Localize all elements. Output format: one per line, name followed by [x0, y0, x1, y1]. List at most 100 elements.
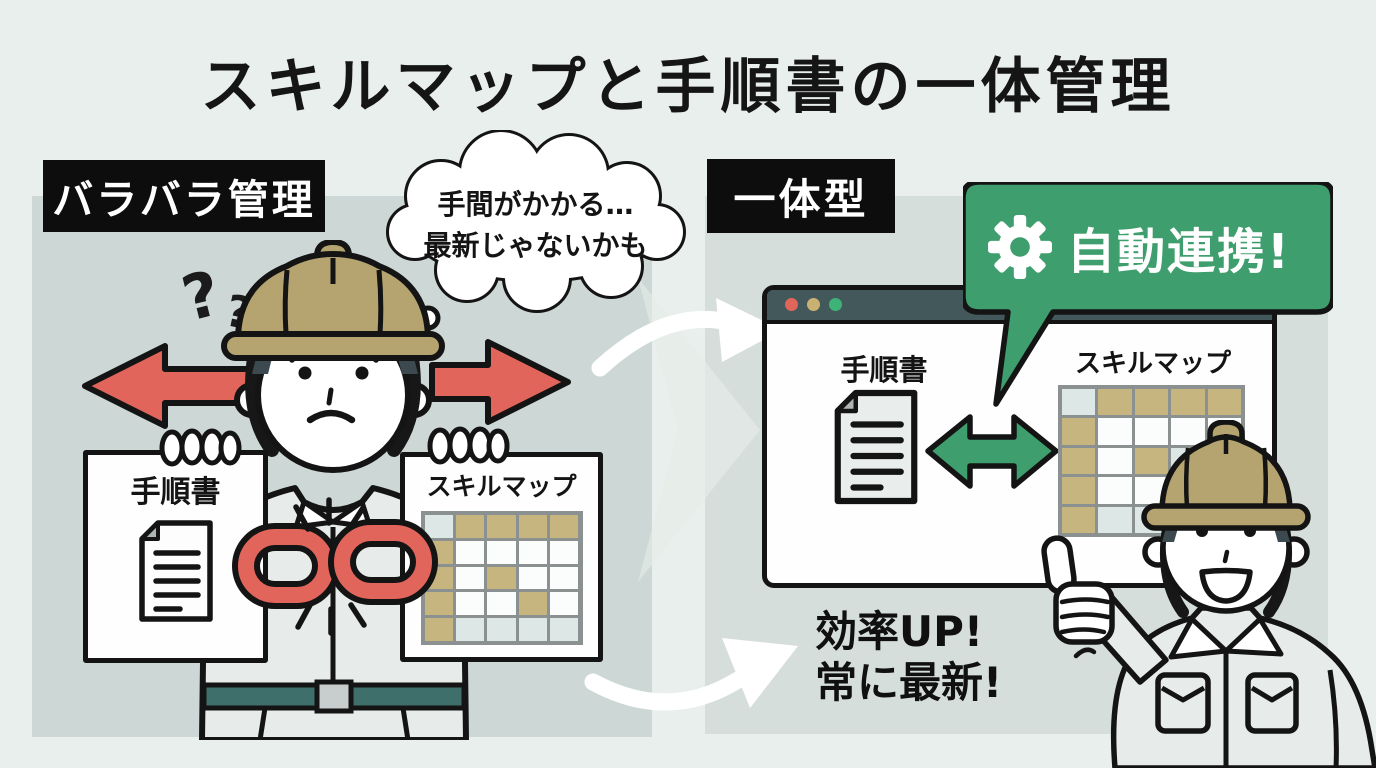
- skill-cell: [1062, 477, 1096, 504]
- collar-left: [1168, 616, 1229, 660]
- skill-cell: [487, 592, 516, 616]
- helmet-line: [1183, 447, 1191, 509]
- helmet-line: [376, 269, 384, 335]
- benefits-text: 効率UP! 常に最新!: [815, 606, 1002, 708]
- helmet-line: [1261, 447, 1269, 509]
- chin-strap: [252, 358, 272, 374]
- gripping-hand: [427, 426, 510, 465]
- skill-cell: [1098, 447, 1132, 475]
- collar-right: [1223, 616, 1284, 657]
- document-icon: [834, 389, 918, 505]
- pocket-flap: [1160, 685, 1206, 703]
- benefit-line-2: 常に最新!: [815, 658, 1003, 708]
- thought-cloud-shape: [386, 129, 686, 313]
- bottom-curved-arrow-icon: [584, 671, 747, 711]
- thought-line-2: 最新じゃないかも: [423, 229, 648, 262]
- green-double-arrow-icon: [925, 414, 1059, 489]
- traffic-light-green: [829, 298, 842, 311]
- auto-sync-bubble-content: 自動連携!: [963, 182, 1333, 312]
- gear-icon: [988, 215, 1052, 279]
- skill-cell: [455, 566, 485, 590]
- skill-map-card-title: スキルマップ: [426, 472, 577, 501]
- skill-cell: [1171, 418, 1205, 445]
- smiling-mouth: [1199, 567, 1253, 604]
- thought-bubble: 手間がかかる… 最新じゃないかも: [383, 129, 688, 340]
- document-icon: [138, 520, 213, 622]
- skill-cell: [1062, 447, 1096, 475]
- finger-lines: [1059, 597, 1111, 635]
- helmet-brim: [221, 331, 445, 361]
- browser-doc-title: 手順書: [840, 353, 928, 387]
- skill-cell: [424, 592, 453, 616]
- speech-bubble-shape: [960, 179, 1336, 407]
- skill-cell: [455, 592, 485, 616]
- skill-cell: [518, 540, 548, 564]
- chin-strap: [398, 358, 418, 374]
- skill-cell: [550, 540, 579, 564]
- skill-cell: [550, 515, 579, 538]
- thought-text: 手間がかかる… 最新じゃないかも: [395, 170, 676, 282]
- hair: [245, 351, 279, 457]
- auto-sync-bubble: 自動連携!: [960, 179, 1336, 417]
- eye: [355, 366, 369, 380]
- skill-cell: [1062, 418, 1096, 445]
- top-curved-arrow-icon: [591, 310, 737, 377]
- skill-cell: [1134, 418, 1169, 445]
- skill-cell: [455, 540, 485, 564]
- nose: [326, 387, 334, 406]
- chin-strap: [1274, 528, 1290, 542]
- page-title: スキルマップと手順書の一体管理: [200, 52, 1176, 122]
- skill-cell: [550, 618, 579, 641]
- skill-cell: [1062, 389, 1096, 416]
- arm-seam: [1327, 669, 1339, 768]
- skill-cell: [550, 566, 579, 590]
- elbow-accent: [1073, 647, 1097, 659]
- pocket-flap: [1250, 685, 1294, 703]
- skill-cell: [487, 566, 516, 590]
- belt-buckle: [314, 679, 354, 714]
- bottom-curved-arrowhead-icon: [722, 638, 798, 708]
- skill-cell: [550, 592, 579, 616]
- skill-cell: [1098, 506, 1132, 533]
- skill-cell: [487, 540, 516, 564]
- skill-cell: [1062, 506, 1096, 533]
- skill-cell: [1134, 389, 1169, 416]
- helmet-line: [282, 269, 290, 335]
- skill-cell: [518, 515, 548, 538]
- skill-cell: [518, 592, 548, 616]
- happy-worker-illustration: [1041, 420, 1376, 768]
- chest-pocket: [1155, 672, 1211, 734]
- thought-line-1: 手間がかかる…: [437, 188, 634, 222]
- browser-skill-title: スキルマップ: [1074, 349, 1231, 379]
- gripping-hand: [159, 428, 242, 467]
- skill-cell: [1207, 389, 1241, 416]
- top-curved-arrowhead-icon: [716, 298, 782, 362]
- traffic-light-red: [785, 298, 798, 311]
- skill-cell: [455, 618, 485, 641]
- traffic-light-yellow: [807, 298, 820, 311]
- skill-cell: [487, 618, 516, 641]
- flow-arrows: [584, 298, 798, 711]
- skill-cell: [1134, 447, 1169, 475]
- right-section-label: 一体型: [707, 159, 895, 233]
- nose: [1222, 549, 1230, 564]
- skill-cell: [424, 618, 453, 641]
- skill-cell: [1171, 389, 1205, 416]
- frown-mouth: [306, 409, 356, 424]
- eye: [298, 366, 312, 380]
- question-mark-icon: ?: [175, 256, 228, 336]
- pant-seam: [257, 707, 268, 740]
- skill-cell: [424, 515, 453, 538]
- skill-cell: [1098, 389, 1132, 416]
- skill-cell: [518, 566, 548, 590]
- skill-cell: [455, 515, 485, 538]
- skill-cell: [487, 515, 516, 538]
- pant-seam: [400, 707, 411, 740]
- skill-map-grid: [420, 511, 583, 645]
- chin-strap: [1162, 528, 1178, 542]
- procedure-doc-card-title: 手順書: [130, 475, 221, 510]
- gap-chevron-shape: [638, 278, 760, 582]
- skill-cell: [1098, 477, 1132, 504]
- auto-sync-label: 自動連携!: [1067, 224, 1291, 280]
